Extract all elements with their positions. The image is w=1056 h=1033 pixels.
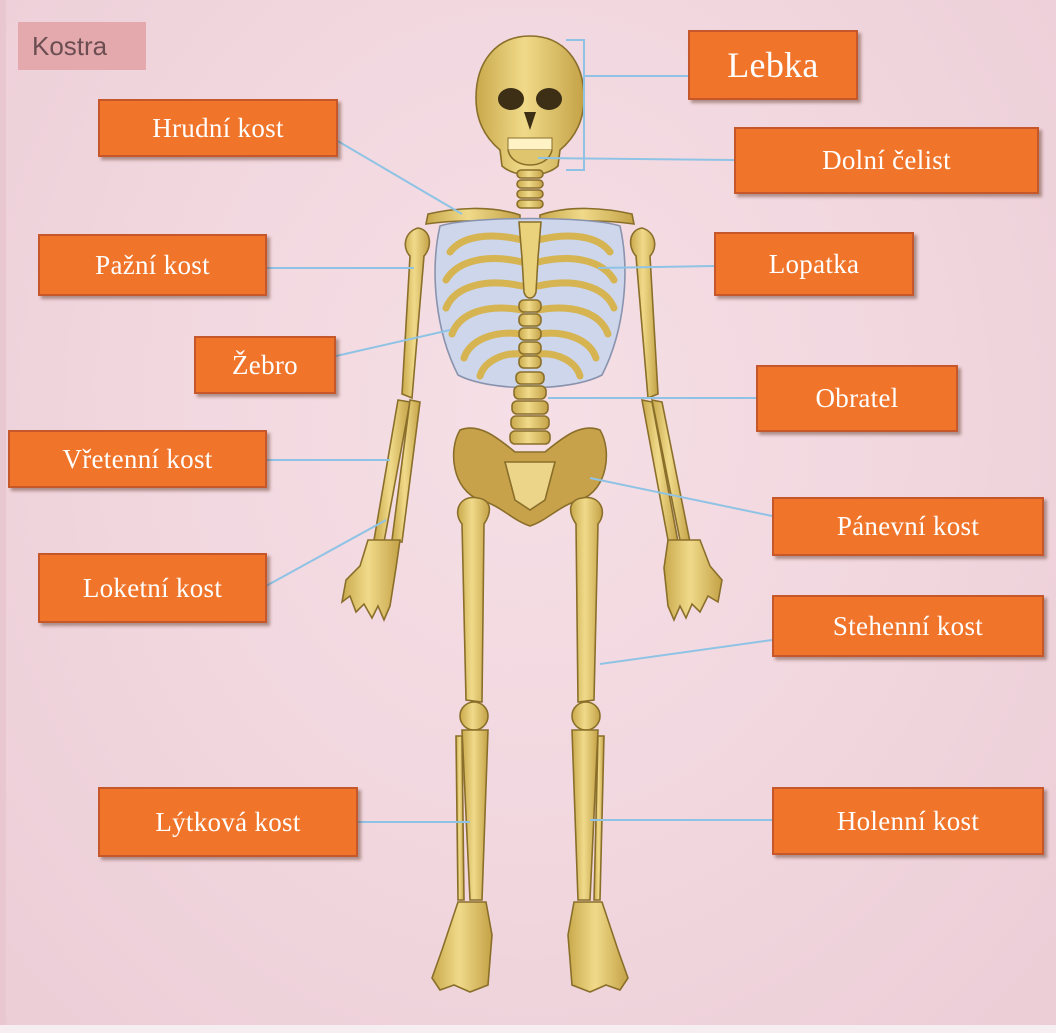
label-zebro: Žebro [194, 336, 336, 394]
label-holenni-kost: Holenní kost [772, 787, 1044, 855]
patella-right [572, 702, 600, 730]
femur-right [571, 497, 603, 702]
label-stehenni-kost: Stehenní kost [772, 595, 1044, 657]
label-hrudni-kost: Hrudní kost [98, 99, 338, 157]
label-lytkova-kost: Lýtková kost [98, 787, 358, 857]
hand-left [342, 540, 400, 620]
hand-right [664, 540, 722, 620]
tibia-left [462, 730, 488, 900]
bones [342, 36, 722, 992]
label-loketni-kost: Loketní kost [38, 553, 267, 623]
skull [476, 36, 584, 175]
bottom-frame-strip [0, 1025, 1056, 1033]
label-dolni-celist: Dolní čelist [734, 127, 1039, 194]
patella-left [460, 702, 488, 730]
label-lebka: Lebka [688, 30, 858, 100]
label-panevni-kost: Pánevní kost [772, 497, 1044, 556]
label-pazni-kost: Pažní kost [38, 234, 267, 296]
neck [517, 170, 543, 208]
label-vretenni-kost: Vřetenní kost [8, 430, 267, 488]
label-obratel: Obratel [756, 365, 958, 432]
humerus-left [402, 228, 429, 398]
fibula-left [456, 736, 464, 900]
humerus-right [631, 228, 658, 398]
foot-left [432, 902, 492, 992]
foot-right [568, 902, 628, 992]
label-lopatka: Lopatka [714, 232, 914, 296]
femur-left [458, 497, 490, 702]
